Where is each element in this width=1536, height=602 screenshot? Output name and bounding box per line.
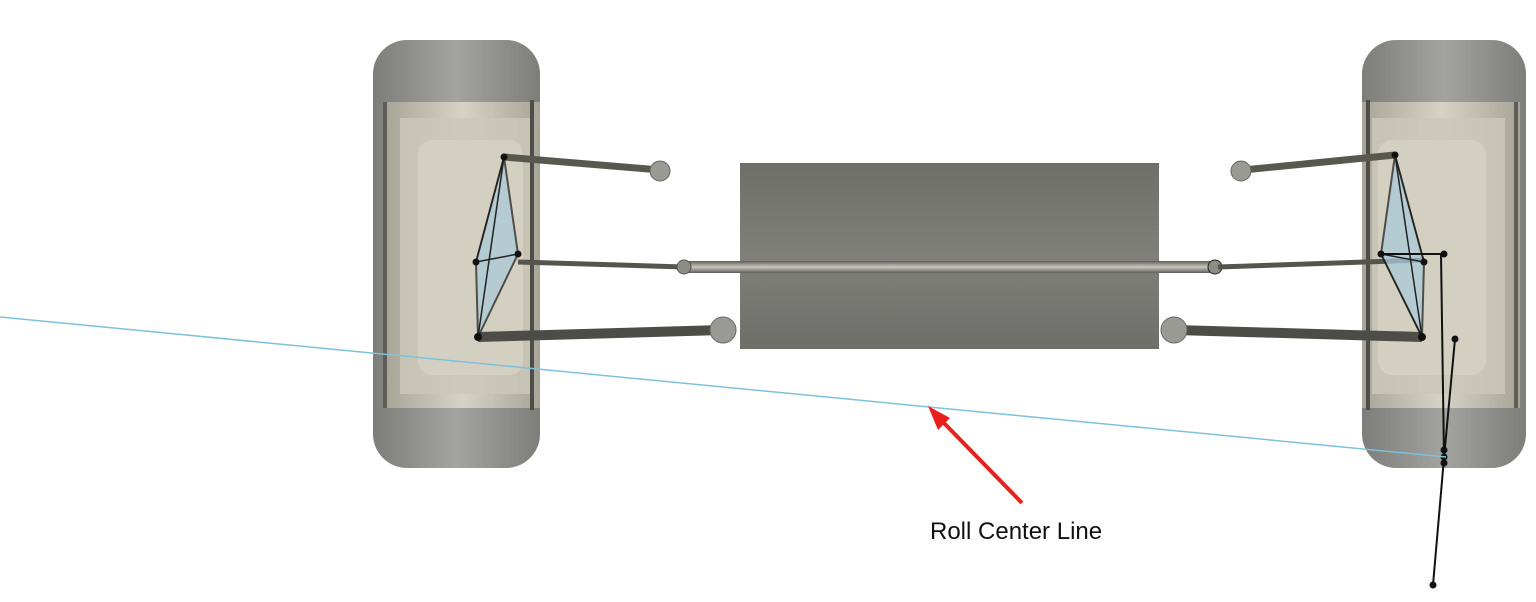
right-lower-arm-ball xyxy=(1160,316,1188,344)
instant-center-construction xyxy=(1381,253,1456,586)
left-upper-arm-ball xyxy=(649,160,671,182)
left-rack-joint xyxy=(676,259,692,275)
steering-tie-rod xyxy=(517,257,1425,275)
arrow-head xyxy=(928,406,950,430)
right-upright-edge-1 xyxy=(1394,154,1423,338)
right-upright-edge-4 xyxy=(1380,253,1423,338)
chassis-body xyxy=(740,163,1159,349)
ic-point-bottom xyxy=(1429,581,1437,589)
instant-center-points xyxy=(1429,250,1459,589)
roll-center-line xyxy=(0,316,1447,458)
left-upright-edge-2 xyxy=(475,253,519,263)
right-lower-arm xyxy=(1175,325,1423,342)
left-lower-arm-ball xyxy=(709,316,737,344)
left-upright-edge-1 xyxy=(477,156,505,338)
arrow-shaft xyxy=(940,419,1024,505)
left-upper-arm xyxy=(503,153,661,174)
roll-center-line-label: Roll Center Line xyxy=(930,518,1103,545)
ic-line-vertical-a xyxy=(1440,253,1445,459)
ic-line-long xyxy=(1432,457,1445,586)
left-upright-edge-3 xyxy=(475,156,505,263)
right-upper-ball-joint xyxy=(1391,151,1399,159)
left-mid-joint-a xyxy=(472,258,480,266)
ic-line-vertical-b xyxy=(1443,338,1456,459)
annotation-arrow xyxy=(928,406,1024,505)
left-mid-joint-b xyxy=(514,250,522,258)
right-upright xyxy=(1377,151,1428,341)
ic-point-c xyxy=(1440,459,1448,467)
right-control-arms xyxy=(1160,151,1423,344)
ic-point-top xyxy=(1440,250,1448,258)
right-upper-arm xyxy=(1242,151,1396,174)
left-lower-arm xyxy=(477,325,723,342)
left-control-arms xyxy=(477,153,737,344)
right-lower-ball-joint xyxy=(1418,333,1426,341)
ic-point-mid xyxy=(1451,335,1459,343)
right-upper-arm-ball xyxy=(1230,160,1252,182)
right-upright-edge-3 xyxy=(1394,154,1425,263)
left-lower-ball-joint xyxy=(474,333,482,341)
right-upright-edge-2 xyxy=(1380,253,1425,263)
left-upper-ball-joint xyxy=(500,153,508,161)
ic-point-a xyxy=(1440,446,1448,454)
left-upright xyxy=(472,153,522,341)
right-mid-joint-b xyxy=(1420,258,1428,266)
left-tie-rod xyxy=(517,259,685,270)
steering-rack xyxy=(680,261,1218,273)
